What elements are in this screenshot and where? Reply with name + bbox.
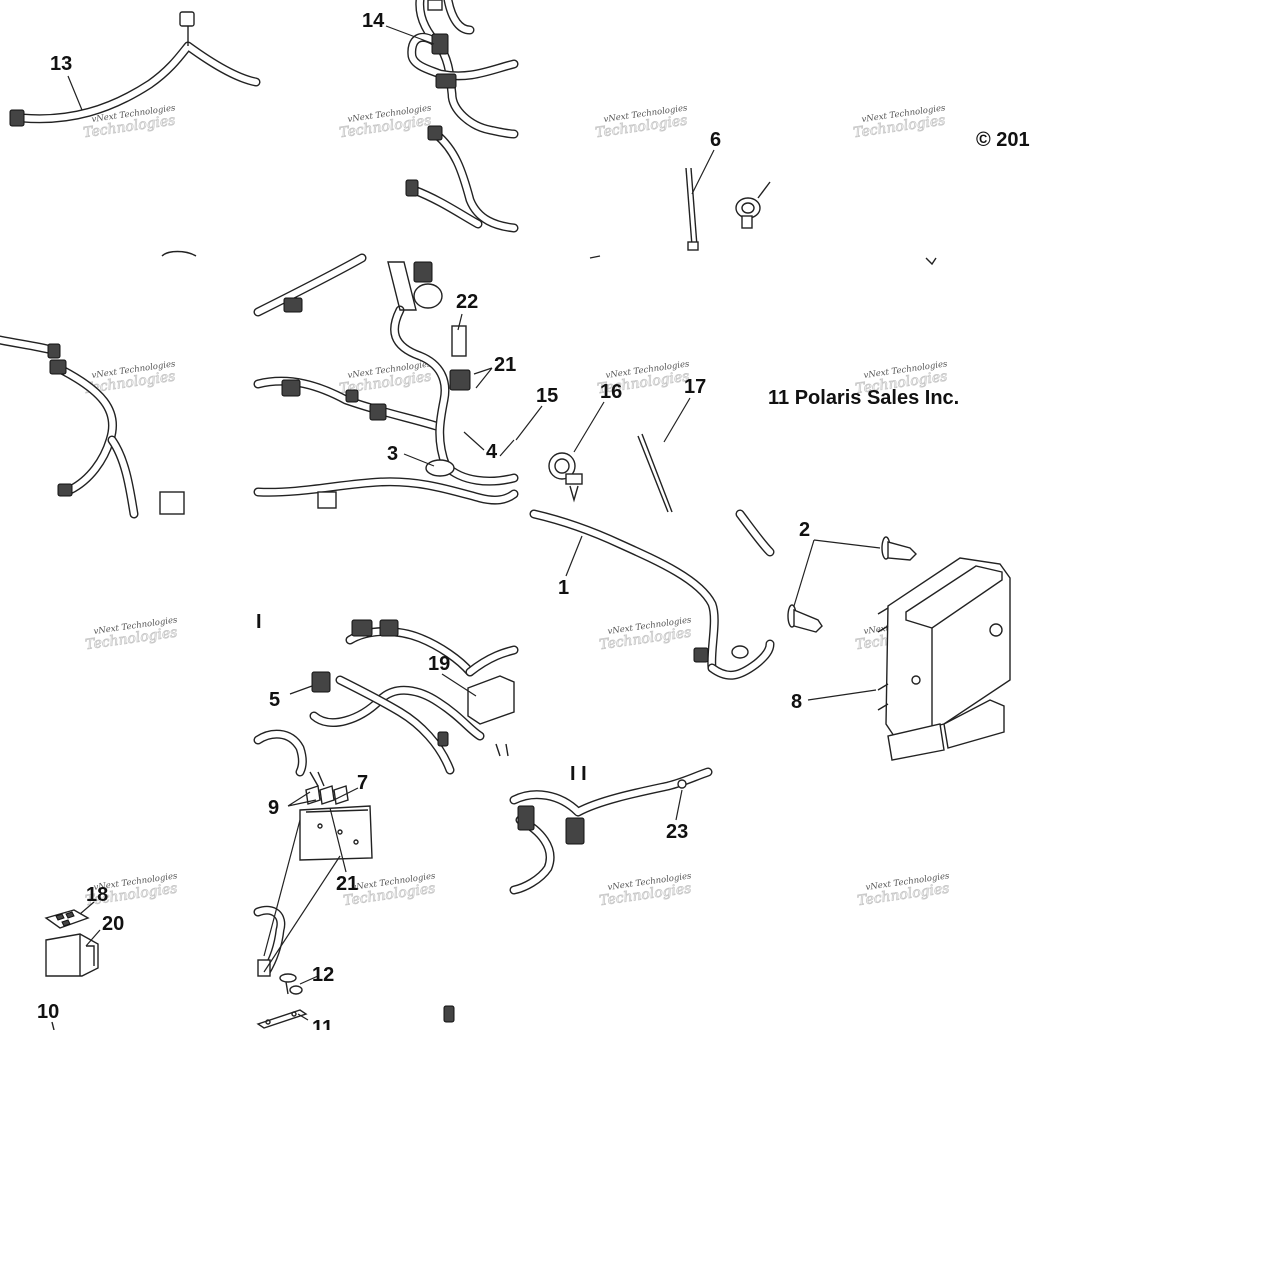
watermark: Technologies vNext Technologies <box>856 871 951 909</box>
harness-center-upper <box>253 253 519 509</box>
callout-9: 9 <box>268 797 279 819</box>
copyright-text-fragment: © 201 <box>976 129 1030 151</box>
copyright-text-fragment: 11 Polaris Sales Inc. <box>768 387 959 409</box>
callout-15: 15 <box>536 385 558 407</box>
callout-23: 23 <box>666 821 688 843</box>
push-rivet-2 <box>787 536 917 633</box>
callout-6: 6 <box>710 129 721 151</box>
harness-23 <box>509 767 713 895</box>
watermark: Technologies vNext Technologies <box>598 871 693 909</box>
harness-1 <box>529 509 775 680</box>
harness-left <box>0 335 185 519</box>
callout-5: 5 <box>269 689 280 711</box>
callout-2: 2 <box>799 519 810 541</box>
callout-1: 1 <box>558 577 569 599</box>
callout-14: 14 <box>362 10 385 32</box>
callout-12: 12 <box>312 964 334 986</box>
callout-22: 22 <box>456 291 478 313</box>
cover-20 <box>45 933 99 977</box>
callout-17: 17 <box>684 376 706 398</box>
cable-tie-17 <box>637 433 673 513</box>
callout-21: 21 <box>494 354 516 376</box>
control-module-8 <box>877 557 1011 761</box>
callout-16: 16 <box>600 381 622 403</box>
label-18 <box>44 909 90 929</box>
tile-edge-fragments <box>161 250 937 266</box>
tile-marker: I I <box>570 763 587 785</box>
harness-13 <box>9 11 261 127</box>
cable-tie-6 <box>685 167 699 251</box>
callout-18: 18 <box>86 884 108 906</box>
callout-3: 3 <box>387 443 398 465</box>
mounting-clip <box>735 181 771 229</box>
watermark-layer: Technologies vNext Technologies Technolo… <box>82 103 951 909</box>
watermark: Technologies vNext Technologies <box>338 103 433 141</box>
callout-4: 4 <box>486 441 498 463</box>
watermark: Technologies vNext Technologies <box>852 103 947 141</box>
callout-19: 19 <box>428 653 450 675</box>
callout-13: 13 <box>50 53 72 75</box>
callout-21: 21 <box>336 873 358 895</box>
watermark: Technologies vNext Technologies <box>594 103 689 141</box>
tile-marker: I <box>256 611 262 633</box>
callout-7: 7 <box>357 772 368 794</box>
harness-14 <box>405 0 519 233</box>
hose-clamp-16 <box>548 452 583 503</box>
callout-10: 10 <box>37 1001 59 1023</box>
watermark: Technologies vNext Technologies <box>598 615 693 653</box>
watermark: Technologies vNext Technologies <box>84 615 179 653</box>
callout-labels: 13 14 6 22 21 15 16 17 3 4 1 2 8 5 19 7 … <box>37 10 810 1039</box>
callout-20: 20 <box>102 913 124 935</box>
part-10-fragment <box>51 1021 55 1031</box>
leader-lines <box>67 25 881 1021</box>
harness-center-lower <box>253 619 519 777</box>
callout-8: 8 <box>791 691 802 713</box>
